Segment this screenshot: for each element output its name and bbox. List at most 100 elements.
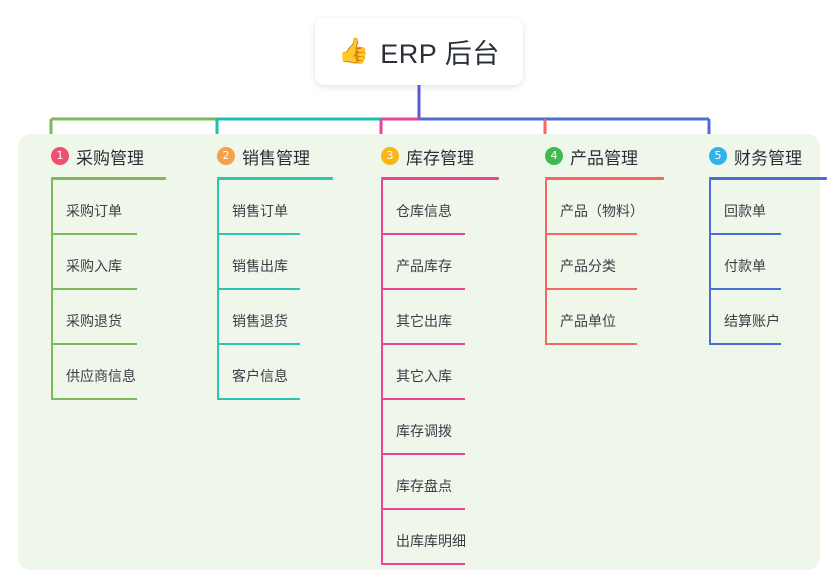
- item-rail: [545, 235, 547, 290]
- item-label: 产品库存: [396, 257, 452, 274]
- item-rail: [381, 400, 383, 455]
- branch-item[interactable]: 采购退货: [30, 290, 180, 345]
- branch-title: 财务管理: [734, 148, 802, 168]
- item-underline: [381, 288, 465, 290]
- item-label: 其它入库: [396, 367, 452, 384]
- branch-column-5: 5 财务管理回款单付款单结算账户: [688, 143, 827, 345]
- item-underline: [709, 233, 781, 235]
- branch-item[interactable]: 回款单: [688, 180, 823, 235]
- branch-item[interactable]: 付款单: [688, 235, 823, 290]
- item-rail: [381, 235, 383, 290]
- branch-item[interactable]: 产品库存: [360, 235, 510, 290]
- item-label: 销售退货: [232, 312, 288, 329]
- item-underline: [51, 343, 137, 345]
- branch-item[interactable]: 销售订单: [196, 180, 346, 235]
- item-label: 销售订单: [232, 202, 288, 219]
- item-rail: [51, 290, 53, 345]
- item-rail: [217, 290, 219, 345]
- item-label: 产品单位: [560, 312, 616, 329]
- branch-header-5[interactable]: 5 财务管理: [688, 143, 823, 169]
- item-label: 采购退货: [66, 312, 122, 329]
- item-label: 仓库信息: [396, 202, 452, 219]
- branch-header-3[interactable]: 3 库存管理: [360, 143, 510, 169]
- root-node-content: 👍 ERP 后台: [338, 32, 500, 71]
- branch-item-list: 仓库信息产品库存其它出库其它入库库存调拨库存盘点出库库明细: [360, 180, 510, 565]
- branch-item-list: 产品（物料） 产品分类产品单位: [524, 180, 674, 345]
- item-rail: [51, 345, 53, 400]
- branch-item[interactable]: 产品单位: [524, 290, 674, 345]
- item-label: 供应商信息: [66, 367, 136, 384]
- item-rail: [381, 290, 383, 345]
- branch-item[interactable]: 销售退货: [196, 290, 346, 345]
- branch-item[interactable]: 产品（物料）: [524, 180, 674, 235]
- branch-item[interactable]: 其它出库: [360, 290, 510, 345]
- item-rail: [709, 235, 711, 290]
- item-label: 回款单: [724, 202, 766, 219]
- item-underline: [381, 398, 465, 400]
- branch-number-badge: 2: [217, 147, 235, 165]
- item-label: 库存调拨: [396, 422, 452, 439]
- branch-underline: [51, 177, 166, 180]
- item-underline: [709, 343, 781, 345]
- item-label: 库存盘点: [396, 477, 452, 494]
- branch-column-2: 2 销售管理销售订单销售出库销售退货客户信息: [196, 143, 346, 400]
- root-node-title: ERP 后台: [380, 39, 500, 69]
- thumbs-up-emoji: 👍: [338, 37, 370, 65]
- item-rail: [217, 180, 219, 235]
- item-rail: [545, 290, 547, 345]
- item-underline: [381, 343, 465, 345]
- branch-item[interactable]: 其它入库: [360, 345, 510, 400]
- branch-item[interactable]: 产品分类: [524, 235, 674, 290]
- branch-title: 采购管理: [76, 148, 144, 168]
- branch-item[interactable]: 库存调拨: [360, 400, 510, 455]
- branch-item[interactable]: 采购入库: [30, 235, 180, 290]
- branch-number-badge: 4: [545, 147, 563, 165]
- branch-title: 库存管理: [406, 148, 474, 168]
- item-rail: [217, 235, 219, 290]
- branch-item[interactable]: 仓库信息: [360, 180, 510, 235]
- item-label: 采购入库: [66, 257, 122, 274]
- branches-panel: [18, 134, 820, 570]
- item-underline: [51, 233, 137, 235]
- item-underline: [217, 398, 300, 400]
- branch-item-list: 回款单付款单结算账户: [688, 180, 823, 345]
- branch-underline: [545, 177, 664, 180]
- branch-item[interactable]: 出库库明细: [360, 510, 510, 565]
- item-underline: [381, 453, 465, 455]
- branch-number-badge: 5: [709, 147, 727, 165]
- root-node-card[interactable]: 👍 ERP 后台: [315, 18, 523, 85]
- branch-item[interactable]: 采购订单: [30, 180, 180, 235]
- item-label: 出库库明细: [396, 532, 466, 549]
- item-rail: [545, 180, 547, 235]
- item-underline: [545, 288, 637, 290]
- item-label: 结算账户: [724, 312, 780, 329]
- branch-item[interactable]: 销售出库: [196, 235, 346, 290]
- item-underline: [51, 398, 137, 400]
- branch-underline: [709, 177, 827, 180]
- item-underline: [217, 343, 300, 345]
- item-rail: [217, 345, 219, 400]
- branch-item[interactable]: 客户信息: [196, 345, 346, 400]
- branch-number-badge: 3: [381, 147, 399, 165]
- item-label: 产品（物料）: [560, 202, 644, 219]
- branch-item-list: 销售订单销售出库销售退货客户信息: [196, 180, 346, 400]
- branch-header-2[interactable]: 2 销售管理: [196, 143, 346, 169]
- branch-underline: [381, 177, 499, 180]
- branch-item[interactable]: 供应商信息: [30, 345, 180, 400]
- item-label: 其它出库: [396, 312, 452, 329]
- item-rail: [381, 510, 383, 565]
- item-underline: [381, 508, 465, 510]
- branch-title: 销售管理: [242, 148, 310, 168]
- item-underline: [545, 233, 637, 235]
- item-label: 销售出库: [232, 257, 288, 274]
- branch-item[interactable]: 库存盘点: [360, 455, 510, 510]
- item-rail: [709, 180, 711, 235]
- item-underline: [51, 288, 137, 290]
- item-underline: [545, 343, 637, 345]
- branch-item[interactable]: 结算账户: [688, 290, 823, 345]
